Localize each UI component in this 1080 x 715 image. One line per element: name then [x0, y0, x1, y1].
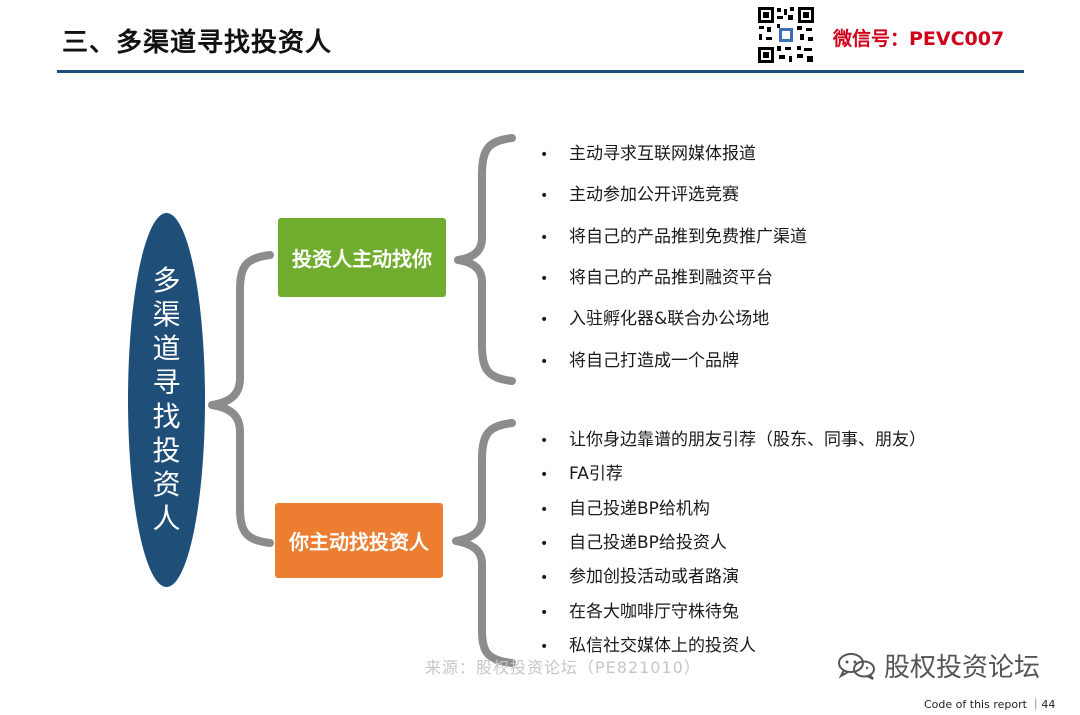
list-item: • 将自己的产品推到融资平台 — [540, 263, 773, 288]
page-title: 三、多渠道寻找投资人 — [62, 28, 333, 58]
list-item: • 自己投递BP给投资人 — [540, 528, 727, 553]
bullet-icon: • — [540, 570, 549, 586]
list-item: • 将自己打造成一个品牌 — [540, 346, 739, 371]
list-item: • 主动参加公开评选竞赛 — [540, 180, 739, 205]
bullet-icon: • — [540, 271, 549, 287]
list-item-text: 私信社交媒体上的投资人 — [569, 636, 756, 656]
list-item: • 自己投递BP给机构 — [540, 494, 710, 519]
branch-investor-finds-you: 投资人主动找你 — [278, 218, 446, 297]
branch-2-brace — [452, 419, 516, 667]
list-item-text: FA引荐 — [569, 464, 623, 484]
list-item-text: 将自己的产品推到免费推广渠道 — [569, 227, 807, 247]
list-item-text: 将自己的产品推到融资平台 — [569, 268, 773, 288]
bullet-icon: • — [540, 605, 549, 621]
list-item-text: 在各大咖啡厅守株待兔 — [569, 602, 739, 622]
root-node-label: 多渠道寻找投资人 — [152, 264, 181, 535]
bullet-icon: • — [540, 354, 549, 370]
list-item: • 入驻孵化器&联合办公场地 — [540, 304, 769, 329]
list-item-text: 自己投递BP给机构 — [569, 499, 710, 519]
list-item: • 参加创投活动或者路演 — [540, 562, 739, 587]
list-item-text: 让你身边靠谱的朋友引荐（股东、同事、朋友） — [569, 430, 926, 450]
root-node: 多渠道寻找投资人 — [128, 213, 205, 587]
branch-1-brace — [454, 134, 516, 385]
list-item: • 将自己的产品推到免费推广渠道 — [540, 222, 807, 247]
branch-you-find-investor: 你主动找投资人 — [275, 503, 443, 578]
source-watermark: 来源：股权投资论坛（PE821010） — [425, 658, 701, 677]
list-item-text: 参加创投活动或者路演 — [569, 567, 739, 587]
wechat-icon — [838, 652, 875, 680]
list-item: • 在各大咖啡厅守株待兔 — [540, 597, 739, 622]
bullet-icon: • — [540, 433, 549, 449]
qr-code-icon — [757, 6, 815, 64]
list-item-text: 入驻孵化器&联合办公场地 — [569, 309, 770, 329]
bullet-icon: • — [540, 230, 549, 246]
bullet-icon: • — [540, 536, 549, 552]
forum-name: 股权投资论坛 — [884, 653, 1041, 683]
root-brace — [208, 251, 274, 547]
list-item-text: 将自己打造成一个品牌 — [569, 351, 739, 371]
list-item: • 主动寻求互联网媒体报道 — [540, 139, 756, 164]
list-item: • 让你身边靠谱的朋友引荐（股东、同事、朋友） — [540, 425, 926, 450]
bullet-icon: • — [540, 147, 549, 163]
list-item-text: 主动参加公开评选竞赛 — [569, 185, 739, 205]
bullet-icon: • — [540, 312, 549, 328]
title-underline — [57, 70, 1024, 73]
forum-watermark: 股权投资论坛 — [836, 647, 1040, 684]
bullet-icon: • — [540, 502, 549, 518]
wechat-id: 微信号：PEVC007 — [833, 28, 1005, 50]
bullet-icon: • — [540, 188, 549, 204]
page-footer: Code of this report ｜44 — [924, 698, 1056, 711]
bullet-icon: • — [540, 467, 549, 483]
list-item: • 私信社交媒体上的投资人 — [540, 631, 756, 656]
list-item: • FA引荐 — [540, 459, 623, 484]
list-item-text: 自己投递BP给投资人 — [569, 533, 727, 553]
bullet-icon: • — [540, 639, 549, 655]
list-item-text: 主动寻求互联网媒体报道 — [569, 144, 756, 164]
